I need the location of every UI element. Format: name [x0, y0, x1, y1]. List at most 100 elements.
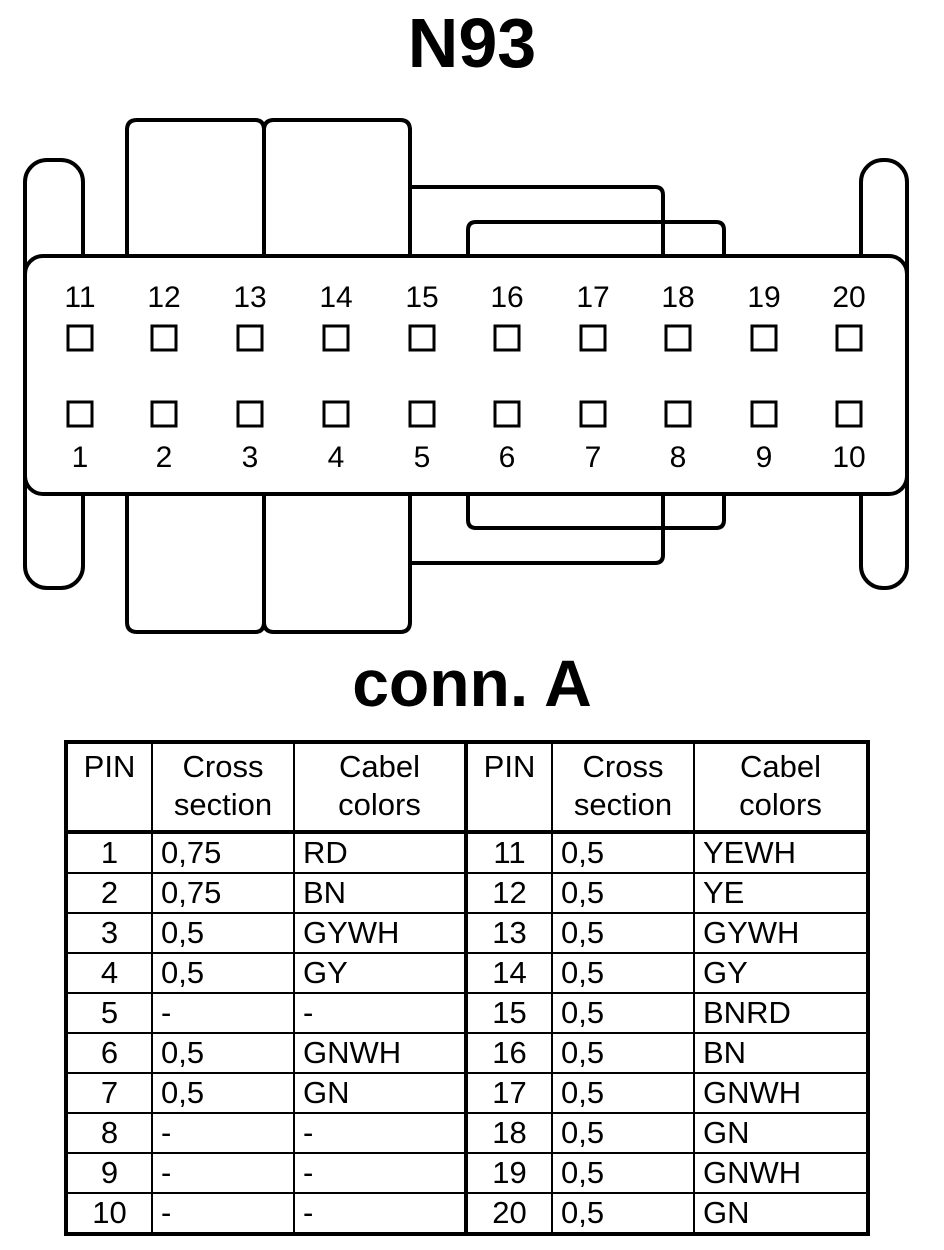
cable-color-cell: GN: [693, 1192, 869, 1235]
pin-label: 10: [832, 441, 865, 474]
pin-label: 12: [147, 281, 180, 314]
cable-color-cell: GYWH: [293, 912, 467, 954]
pin-label: 14: [319, 281, 352, 314]
cable-color-cell: YEWH: [693, 831, 869, 874]
cross-section-cell: 0,75: [151, 872, 295, 914]
cable-color-cell: GN: [293, 1072, 467, 1114]
pin-socket: [579, 324, 607, 352]
cross-section-cell: 0,5: [551, 992, 695, 1034]
pin-cell: 2: [65, 872, 153, 914]
cable-color-cell: -: [293, 1112, 467, 1154]
cross-section-cell: 0,5: [551, 1112, 695, 1154]
pin-label: 5: [414, 441, 431, 474]
pin-cell: 19: [464, 1152, 553, 1194]
pin-cell: 18: [464, 1112, 553, 1154]
cross-section-cell: 0,5: [551, 1152, 695, 1194]
cable-color-cell: GN: [693, 1112, 869, 1154]
cross-section-cell: 0,5: [151, 912, 295, 954]
cross-section-cell: 0,75: [151, 831, 295, 874]
pin-socket: [664, 324, 692, 352]
pin-socket: [835, 400, 863, 428]
pin-cell: 7: [65, 1072, 153, 1114]
cross-section-cell: 0,5: [551, 872, 695, 914]
pin-cell: 16: [464, 1032, 553, 1074]
pin-socket: [664, 400, 692, 428]
cable-color-cell: YE: [693, 872, 869, 914]
bottom-step-outer: [410, 493, 665, 565]
cable-color-cell: BN: [693, 1032, 869, 1074]
pin-socket: [750, 400, 778, 428]
bottom-tab-left: [125, 493, 266, 634]
pin-cell: 8: [65, 1112, 153, 1154]
pin-socket: [408, 400, 436, 428]
cable-color-cell: GNWH: [693, 1072, 869, 1114]
pin-cell: 13: [464, 912, 553, 954]
pin-label: 8: [670, 441, 687, 474]
top-tab-left: [125, 118, 266, 258]
cable-color-cell: GYWH: [693, 912, 869, 954]
pin-socket: [150, 400, 178, 428]
pin-socket: [236, 400, 264, 428]
header-pin-right: PIN: [464, 741, 553, 833]
cable-color-cell: GY: [693, 952, 869, 994]
connector-subtitle: conn. A: [352, 646, 592, 720]
cross-section-cell: -: [151, 1192, 295, 1235]
cross-section-cell: 0,5: [551, 912, 695, 954]
pin-cell: 11: [464, 831, 553, 874]
cable-color-cell: BN: [293, 872, 467, 914]
cable-color-cell: -: [293, 1192, 467, 1235]
pin-label: 15: [405, 281, 438, 314]
cross-section-cell: 0,5: [151, 952, 295, 994]
pin-label: 3: [242, 441, 259, 474]
pin-socket: [322, 324, 350, 352]
top-step-inner: [466, 220, 726, 258]
cross-section-cell: 0,5: [551, 831, 695, 874]
pin-socket: [150, 324, 178, 352]
pin-cell: 12: [464, 872, 553, 914]
pin-cell: 20: [464, 1192, 553, 1235]
cable-color-cell: -: [293, 992, 467, 1034]
cross-section-cell: 0,5: [551, 1032, 695, 1074]
bottom-step-inner: [466, 493, 726, 530]
pin-cell: 5: [65, 992, 153, 1034]
cable-color-cell: -: [293, 1152, 467, 1194]
cable-color-cell: BNRD: [693, 992, 869, 1034]
pin-cell: 6: [65, 1032, 153, 1074]
cross-section-cell: -: [151, 1152, 295, 1194]
top-step-outer: [410, 185, 665, 258]
pin-cell: 3: [65, 912, 153, 954]
pin-cell: 10: [65, 1192, 153, 1235]
pin-label: 6: [499, 441, 516, 474]
pin-cell: 17: [464, 1072, 553, 1114]
pin-label: 17: [576, 281, 609, 314]
pin-socket: [408, 324, 436, 352]
pin-cell: 9: [65, 1152, 153, 1194]
pin-label: 1: [72, 441, 89, 474]
pin-label: 4: [328, 441, 345, 474]
pin-socket: [493, 324, 521, 352]
cross-section-cell: 0,5: [151, 1072, 295, 1114]
cross-section-cell: -: [151, 1112, 295, 1154]
cable-color-cell: GNWH: [693, 1152, 869, 1194]
pin-socket: [236, 324, 264, 352]
pin-socket: [493, 400, 521, 428]
pin-socket: [835, 324, 863, 352]
cross-section-cell: 0,5: [551, 1192, 695, 1235]
cable-color-cell: RD: [293, 831, 467, 874]
pin-label: 2: [156, 441, 173, 474]
connector-body: [23, 254, 909, 496]
